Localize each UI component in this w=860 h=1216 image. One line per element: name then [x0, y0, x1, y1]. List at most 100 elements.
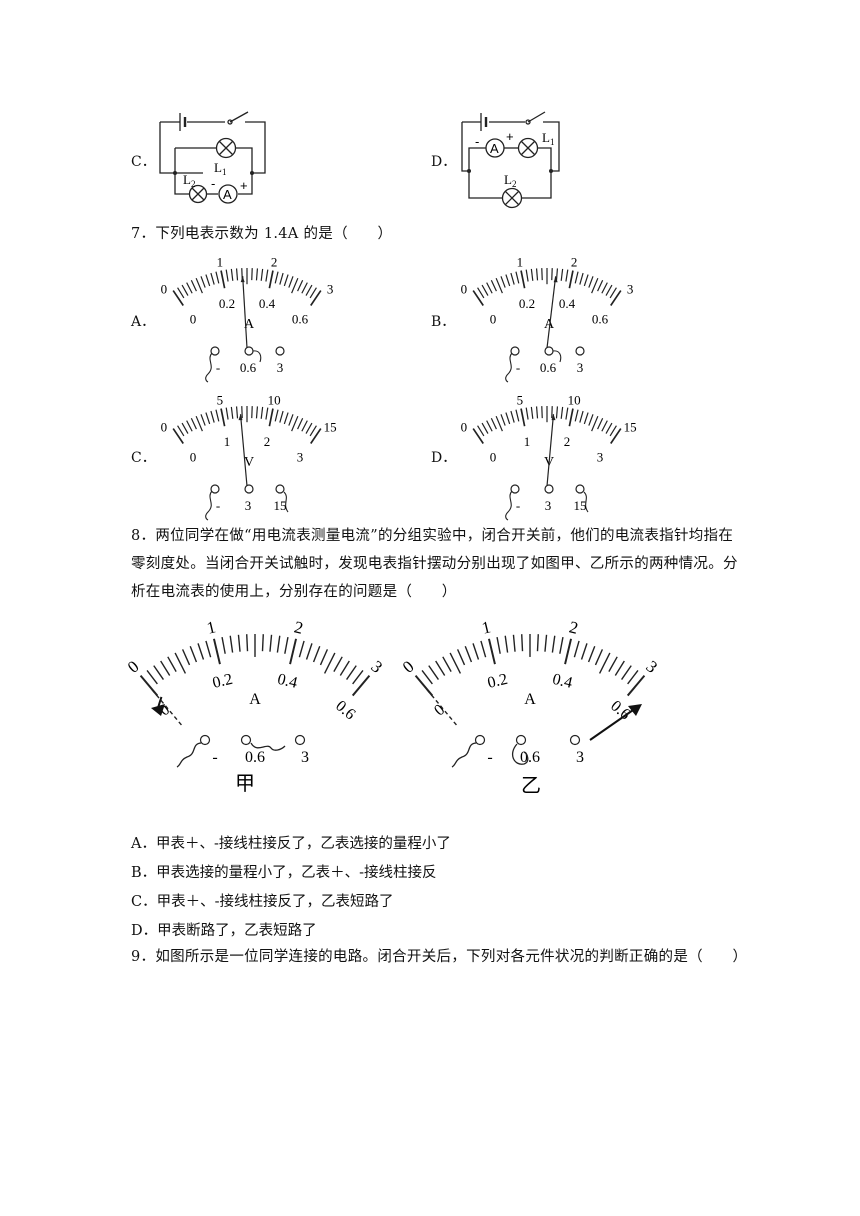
scale-tick [205, 274, 211, 287]
needle-arrow-head [151, 704, 165, 716]
q8-option-d[interactable]: D．甲表断路了，乙表短路了 [131, 923, 317, 939]
upper-scale-label: 0 [461, 282, 468, 297]
scale-tick [579, 410, 584, 423]
lead-wire [283, 491, 289, 513]
terminal-post [575, 346, 585, 356]
scale-tick [351, 675, 371, 697]
scale-tick [568, 408, 574, 427]
q8-option-c[interactable]: C．甲表＋、-接线柱接反了，乙表短路了 [131, 894, 394, 910]
scale-tick [515, 409, 520, 422]
needle-zero-dashed [150, 688, 182, 726]
scale-tick [212, 638, 221, 665]
lead-wire [552, 350, 562, 363]
scale-tick [215, 271, 220, 284]
upper-scale-label: 0 [125, 657, 143, 677]
ammeter-label: A [490, 141, 499, 156]
scale-tick [505, 274, 511, 287]
scale-tick [601, 282, 608, 294]
scale-tick [610, 290, 622, 306]
scale-tick [588, 414, 594, 426]
scale-tick [495, 415, 503, 432]
caption-yi: 乙 [521, 773, 541, 797]
terminal-label-high-range: 3 [577, 360, 584, 375]
lower-scale-label: 0.2 [219, 296, 235, 311]
lower-scale-label: 3 [597, 449, 604, 464]
scale-tick [477, 425, 485, 437]
lamp-l2-label: L [183, 172, 191, 187]
scale-tick [449, 652, 462, 674]
terminal-label-negative: - [212, 749, 217, 766]
ammeter-minus-terminal: - [211, 176, 215, 191]
scale-tick [333, 656, 343, 672]
upper-scale-label: 10 [268, 393, 281, 408]
upper-scale-label: 3 [627, 282, 634, 297]
scale-tick [323, 652, 336, 674]
q8-option-b[interactable]: B．甲表选接的量程小了，乙表＋、-接线柱接反 [131, 865, 437, 881]
q7-option-c-label: C． [131, 450, 156, 466]
scale-tick [591, 415, 599, 432]
scale-tick [428, 665, 439, 680]
scale-tick [284, 636, 289, 654]
scale-tick [609, 287, 617, 299]
terminal-post [544, 346, 554, 356]
scale-tick [172, 428, 184, 444]
terminal-post [210, 484, 220, 494]
scale-tick [268, 408, 274, 427]
scale-tick [220, 270, 226, 289]
scale-tick [579, 272, 584, 285]
scale-tick [268, 270, 274, 289]
scale-tick [195, 277, 203, 294]
ammeter-label: A [223, 187, 232, 202]
scale-tick [310, 428, 322, 444]
scale-tick [260, 268, 264, 281]
scale-tick [230, 268, 234, 281]
q8-option-a[interactable]: A．甲表＋、-接线柱接反了，乙表选接的量程小了 [131, 836, 451, 852]
scale-tick [319, 649, 329, 666]
scale-tick [181, 649, 191, 666]
scale-tick [525, 407, 529, 420]
scale-tick [200, 276, 206, 288]
scale-tick [225, 407, 229, 420]
question-9-stem: 9．如图所示是一位同学连接的电路。闭合开关后，下列对各元件状况的判断正确的是（ … [131, 949, 748, 965]
scale-tick [530, 268, 534, 281]
scale-tick [568, 270, 574, 289]
scale-tick [587, 645, 596, 663]
scale-tick [246, 634, 249, 652]
scale-tick [442, 656, 452, 672]
terminal-post [244, 484, 254, 494]
terminal-label-high-range: 3 [576, 749, 584, 766]
scale-tick [551, 635, 556, 653]
question-8-stem: 8．两位同学在做“用电流表测量电流”的分组实验中，闭合开关前，他们的电流表指针均… [131, 528, 738, 600]
scale-tick [486, 420, 493, 432]
scale-tick [608, 656, 618, 672]
scale-tick [172, 290, 184, 306]
terminal-post [474, 734, 486, 746]
upper-scale-label: 0 [461, 420, 468, 435]
scale-tick [580, 643, 588, 660]
terminal-label-low-range: 0.6 [540, 360, 557, 375]
question-7-stem: 7．下列电表示数为 1.4A 的是（ ） [131, 226, 393, 242]
scale-tick [255, 268, 259, 281]
lead-wire [205, 490, 213, 521]
terminal-post [575, 484, 585, 494]
scale-tick [610, 428, 622, 444]
lead-wire [252, 350, 262, 363]
scale-tick [609, 425, 617, 437]
scale-tick [535, 268, 539, 281]
voltmeter-unit-label: V [244, 455, 254, 470]
terminal-post [294, 734, 306, 746]
scale-tick [510, 272, 515, 285]
scale-tick [221, 636, 226, 654]
scale-tick [555, 268, 559, 281]
scale-tick [525, 269, 529, 282]
scale-tick [559, 636, 564, 654]
scale-tick [235, 268, 239, 281]
upper-scale-label: 2 [567, 617, 580, 637]
scale-tick [301, 282, 308, 294]
upper-scale-label: 0 [399, 657, 418, 677]
scale-tick [289, 638, 298, 665]
scale-tick [565, 269, 569, 282]
terminal-post [244, 346, 254, 356]
q6-option-c-label: C． [131, 154, 156, 170]
